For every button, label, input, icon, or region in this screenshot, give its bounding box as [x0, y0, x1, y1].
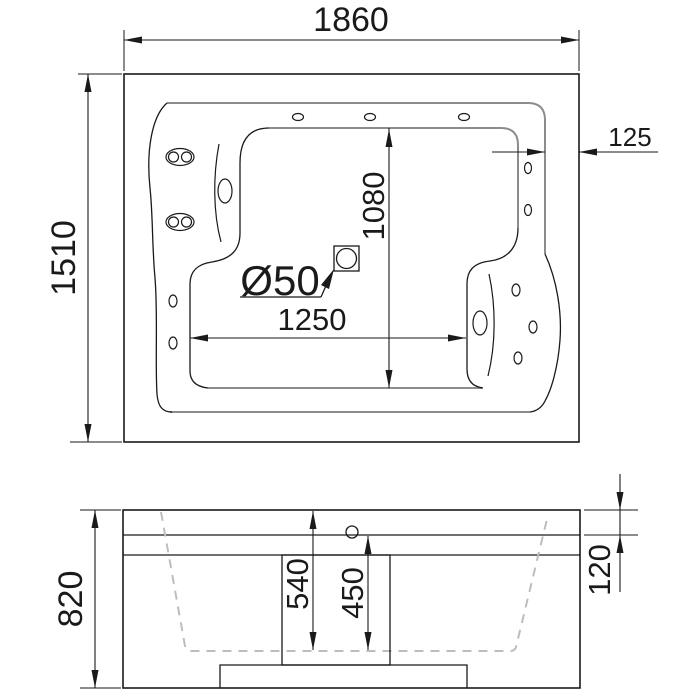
dimension-overall-width: 1860 — [123, 1, 580, 71]
rim-jet — [168, 336, 178, 350]
headrest-jet-bottom — [165, 212, 195, 232]
side-jet-left — [217, 178, 233, 204]
arrowhead-up-icon — [84, 74, 92, 92]
basin-inner-top-right — [269, 127, 519, 228]
side-outer-profile — [122, 509, 581, 689]
seat-step-right — [466, 227, 519, 389]
dim-label-125: 125 — [608, 122, 651, 152]
arrowhead-down-icon — [309, 632, 317, 650]
dimension-rim-width: 125 — [492, 122, 658, 156]
arrowhead-up-icon — [309, 511, 317, 529]
rim-jet — [528, 320, 538, 334]
rim-jet — [291, 112, 305, 122]
dim-label-120: 120 — [582, 544, 617, 596]
arrowhead-right-icon — [527, 148, 545, 156]
drain-fitting — [333, 245, 360, 272]
arrowhead-right-icon — [448, 334, 466, 342]
dimension-overall-depth: 1510 — [45, 73, 122, 443]
basin-outer-top-right — [167, 102, 546, 254]
overflow-hole — [345, 525, 359, 539]
dim-label-450: 450 — [335, 567, 370, 619]
headrest-jet-top — [165, 147, 195, 167]
side-view: 820 540 450 120 — [52, 474, 638, 689]
rim-jet — [513, 351, 523, 365]
dim-label-1860: 1860 — [313, 1, 389, 39]
dim-label-1250: 1250 — [278, 302, 347, 337]
basin-left-wavy-edge — [148, 102, 173, 413]
arrowhead-left-icon — [579, 148, 597, 156]
arrowhead-down-icon — [84, 424, 92, 442]
arrowhead-up-icon — [364, 536, 372, 554]
tub-outer-rim — [123, 73, 580, 443]
dim-label-drain: Ø50 — [240, 257, 319, 304]
pedestal — [219, 664, 468, 688]
drain-callout: Ø50 — [240, 257, 334, 304]
leader-arrowhead-icon — [321, 269, 334, 289]
dimension-rim-band-height: 120 — [582, 474, 638, 596]
rim-jet — [363, 112, 377, 122]
dim-label-1080: 1080 — [356, 172, 391, 241]
basin-right-bulge — [529, 253, 562, 413]
hidden-basin-profile — [160, 511, 549, 652]
seat-step-left — [189, 127, 270, 389]
arrowhead-left-icon — [124, 36, 142, 44]
dimension-footwell-width: 1250 — [190, 302, 466, 342]
rim-jet — [457, 112, 471, 122]
arrowhead-down-icon — [385, 370, 393, 388]
arrowhead-down-icon — [364, 632, 372, 650]
arrowhead-down-icon — [616, 492, 624, 510]
rim-jet — [523, 161, 533, 175]
dim-label-1510: 1510 — [45, 220, 83, 296]
dimension-depth-from-rim: 540 — [280, 511, 317, 650]
side-jet-right — [472, 310, 488, 336]
dim-label-820: 820 — [52, 571, 90, 628]
dimension-inner-depth: 450 — [335, 536, 372, 650]
arrowhead-up-icon — [385, 129, 393, 147]
rim-jet — [168, 294, 178, 308]
arrowhead-right-icon — [561, 36, 579, 44]
arrowhead-up-icon — [91, 510, 99, 528]
dimension-basin-depth: 1080 — [356, 128, 393, 388]
arrowhead-left-icon — [190, 334, 208, 342]
arrowhead-down-icon — [91, 670, 99, 688]
backrest-arc-left — [214, 143, 222, 243]
top-view: 1860 1510 125 1080 — [45, 1, 658, 443]
dimension-overall-height: 820 — [52, 509, 121, 689]
arrowhead-up-icon — [616, 535, 624, 553]
backrest-arc-right — [487, 273, 495, 377]
dim-label-540: 540 — [280, 558, 315, 610]
rim-jet — [511, 283, 521, 297]
rim-jet — [523, 203, 533, 217]
